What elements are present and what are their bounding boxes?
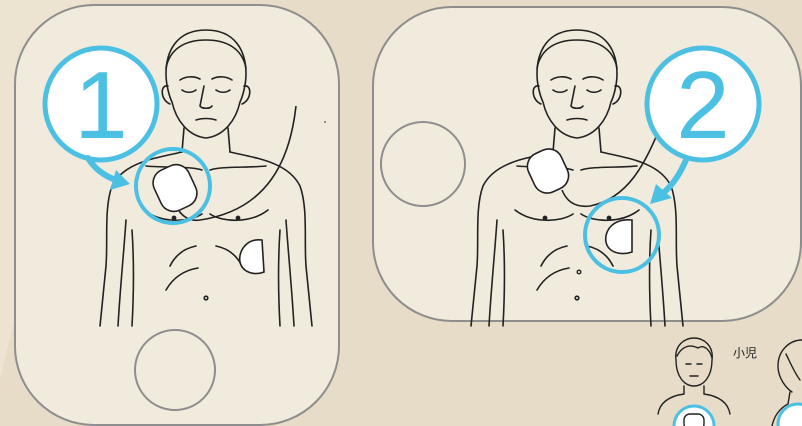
electrode-pad-lower <box>240 240 264 274</box>
electrode-pad-upper-2 <box>523 144 573 197</box>
child-label: 小児 <box>733 344 757 361</box>
child-figure-front <box>658 338 730 414</box>
child-electrode-pad <box>684 414 704 426</box>
torso-illustration-2 <box>471 30 683 326</box>
pointer-arrowhead-1 <box>110 170 130 190</box>
electrode-cable <box>176 106 296 220</box>
button-circle-2 <box>381 122 465 206</box>
step-2-number: 2 <box>676 52 729 159</box>
button-circle-1 <box>135 330 215 410</box>
electrode-pad-lower-2 <box>606 220 632 254</box>
step-1-number: 1 <box>74 52 127 159</box>
tiny-dot <box>324 121 326 123</box>
tiny-dot-2 <box>577 270 581 274</box>
child-placement-circle-back <box>778 404 802 426</box>
